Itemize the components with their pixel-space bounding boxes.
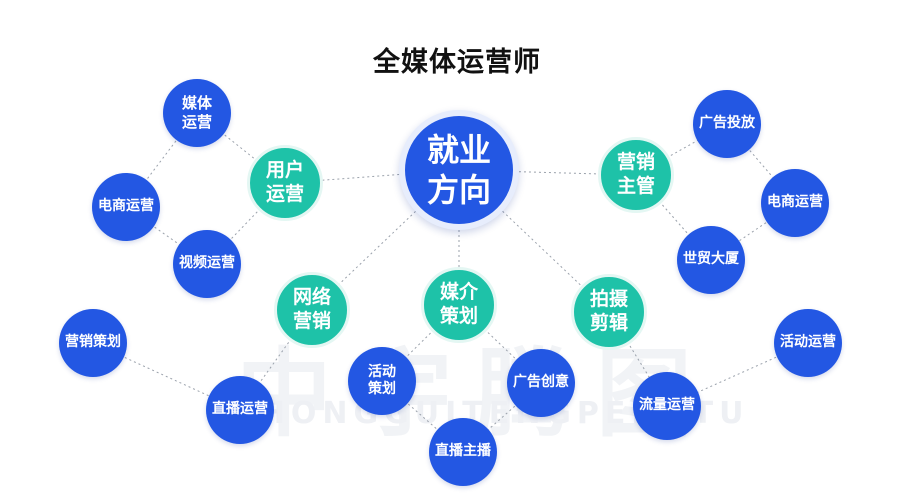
edge-user-ops-video-ops — [206, 182, 286, 265]
node-employment-direction: 就业 方向 — [399, 110, 519, 230]
node-network-marketing: 网络 营销 — [274, 272, 350, 348]
edge-media-planning-ad-creative — [458, 304, 542, 384]
node-traffic-ops: 流量运营 — [633, 372, 701, 440]
node-live-host: 直播主播 — [429, 418, 497, 486]
node-ecommerce-ops-right: 电商运营 — [761, 169, 829, 237]
node-live-ops: 直播运营 — [206, 376, 274, 444]
node-ad-delivery: 广告投放 — [693, 90, 761, 158]
node-event-planning: 活动 策划 — [348, 347, 416, 415]
edge-user-ops-media-ops — [196, 112, 286, 184]
page-title: 全媒体运营师 — [373, 47, 541, 78]
edge-center-network-marketing — [311, 169, 460, 311]
node-event-ops: 活动运营 — [774, 309, 842, 377]
edge-marketing-mgr-wtc — [635, 174, 712, 261]
node-ecommerce-ops-left: 电商运营 — [92, 173, 160, 241]
node-user-ops: 用户 运营 — [247, 145, 323, 221]
node-world-trade-center: 世贸大厦 — [677, 226, 745, 294]
node-video-ops: 视频运营 — [173, 230, 241, 298]
node-media-planning: 媒介 策划 — [421, 267, 497, 343]
node-photo-editing: 拍摄 剪辑 — [571, 274, 647, 350]
node-ad-creative: 广告创意 — [507, 349, 575, 417]
node-media-ops: 媒体 运营 — [163, 79, 231, 147]
node-marketing-manager: 营销 主管 — [598, 137, 674, 213]
edge-photo-editing-traffic-ops — [608, 311, 668, 407]
node-marketing-planning: 营销策划 — [59, 309, 127, 377]
